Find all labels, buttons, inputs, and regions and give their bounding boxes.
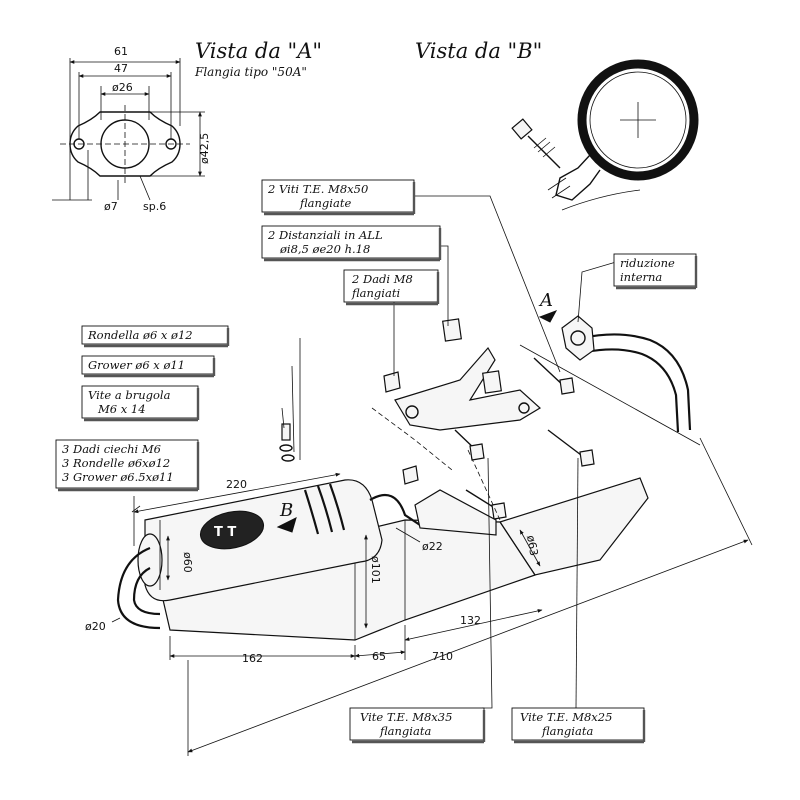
dim-710: 710 xyxy=(432,650,453,663)
dim-132: 132 xyxy=(460,614,481,627)
dim-hole-7: ø7 xyxy=(104,200,118,213)
dim-42-5: ø42,5 xyxy=(198,133,211,164)
dim-162: 162 xyxy=(242,652,263,665)
callout-allen-screw: Vite a brugola M6 x 14 xyxy=(81,385,200,422)
svg-text:2 Dadi M8: 2 Dadi M8 xyxy=(351,272,413,286)
svg-text:Vite T.E. M8x25: Vite T.E. M8x25 xyxy=(520,710,612,724)
dim-101: ø101 xyxy=(369,556,382,584)
callout-screw-m8x35: Vite T.E. M8x35 flangiata xyxy=(349,707,486,744)
main-dimension-lines xyxy=(111,437,753,756)
dim-60: ø60 xyxy=(181,552,194,573)
svg-text:Grower ø6 x ø11: Grower ø6 x ø11 xyxy=(88,358,185,372)
svg-text:flangiate: flangiate xyxy=(299,196,351,210)
svg-text:Vite a brugola: Vite a brugola xyxy=(88,388,171,402)
svg-text:T T: T T xyxy=(214,525,236,540)
clamp-view-b xyxy=(511,59,699,211)
dim-47: 47 xyxy=(114,62,128,75)
callout-washer-m6: Rondella ø6 x ø12 xyxy=(81,325,230,348)
dim-thickness-6: sp.6 xyxy=(143,200,166,213)
dim-20: ø20 xyxy=(85,620,106,633)
svg-text:flangiati: flangiati xyxy=(351,286,400,300)
callout-grower-m6: Grower ø6 x ø11 xyxy=(81,355,216,378)
callout-screw-m8x25: Vite T.E. M8x25 flangiata xyxy=(511,707,646,744)
dim-220: 220 xyxy=(226,478,247,491)
callout-screws-m8x50: 2 Viti T.E. M8x50 flangiate xyxy=(261,179,416,216)
svg-text:3 Grower ø6.5xø11: 3 Grower ø6.5xø11 xyxy=(62,470,174,484)
dim-61: 61 xyxy=(114,45,128,58)
svg-text:øi8,5 øe20 h.18: øi8,5 øe20 h.18 xyxy=(279,242,370,256)
callout-reduction: riduzione interna xyxy=(613,253,698,290)
dim-22: ø22 xyxy=(422,540,443,553)
svg-text:riduzione: riduzione xyxy=(620,256,675,270)
svg-text:3 Dadi ciechi M6: 3 Dadi ciechi M6 xyxy=(62,442,161,456)
arrow-a-label: A xyxy=(538,290,553,311)
callout-leaders xyxy=(133,195,701,709)
view-b-title: Vista da "B" xyxy=(415,39,542,63)
view-a-title: Vista da "A" xyxy=(195,39,322,63)
callout-nuts-m8: 2 Dadi M8 flangiati xyxy=(343,269,440,306)
dim-26: ø26 xyxy=(112,81,133,94)
svg-text:2 Distanziali in ALL: 2 Distanziali in ALL xyxy=(267,228,383,242)
dim-63: ø63 xyxy=(524,534,540,557)
arrow-b-label: B xyxy=(279,500,293,521)
svg-text:flangiata: flangiata xyxy=(541,724,593,738)
dim-65: 65 xyxy=(372,650,386,663)
svg-text:M6 x 14: M6 x 14 xyxy=(97,402,146,416)
svg-text:3 Rondelle ø6xø12: 3 Rondelle ø6xø12 xyxy=(62,456,170,470)
view-a-subtitle: Flangia tipo "50A" xyxy=(194,65,307,79)
svg-text:2 Viti T.E. M8x50: 2 Viti T.E. M8x50 xyxy=(267,182,368,196)
svg-text:Rondella ø6 x ø12: Rondella ø6 x ø12 xyxy=(87,328,193,342)
callout-spacers: 2 Distanziali in ALL øi8,5 øe20 h.18 xyxy=(261,225,442,262)
svg-text:Vite T.E. M8x35: Vite T.E. M8x35 xyxy=(360,710,452,724)
callout-cap-nuts: 3 Dadi ciechi M6 3 Rondelle ø6xø12 3 Gro… xyxy=(55,439,200,492)
svg-text:interna: interna xyxy=(620,270,662,284)
svg-text:flangiata: flangiata xyxy=(379,724,431,738)
flange-view-a xyxy=(52,58,205,201)
